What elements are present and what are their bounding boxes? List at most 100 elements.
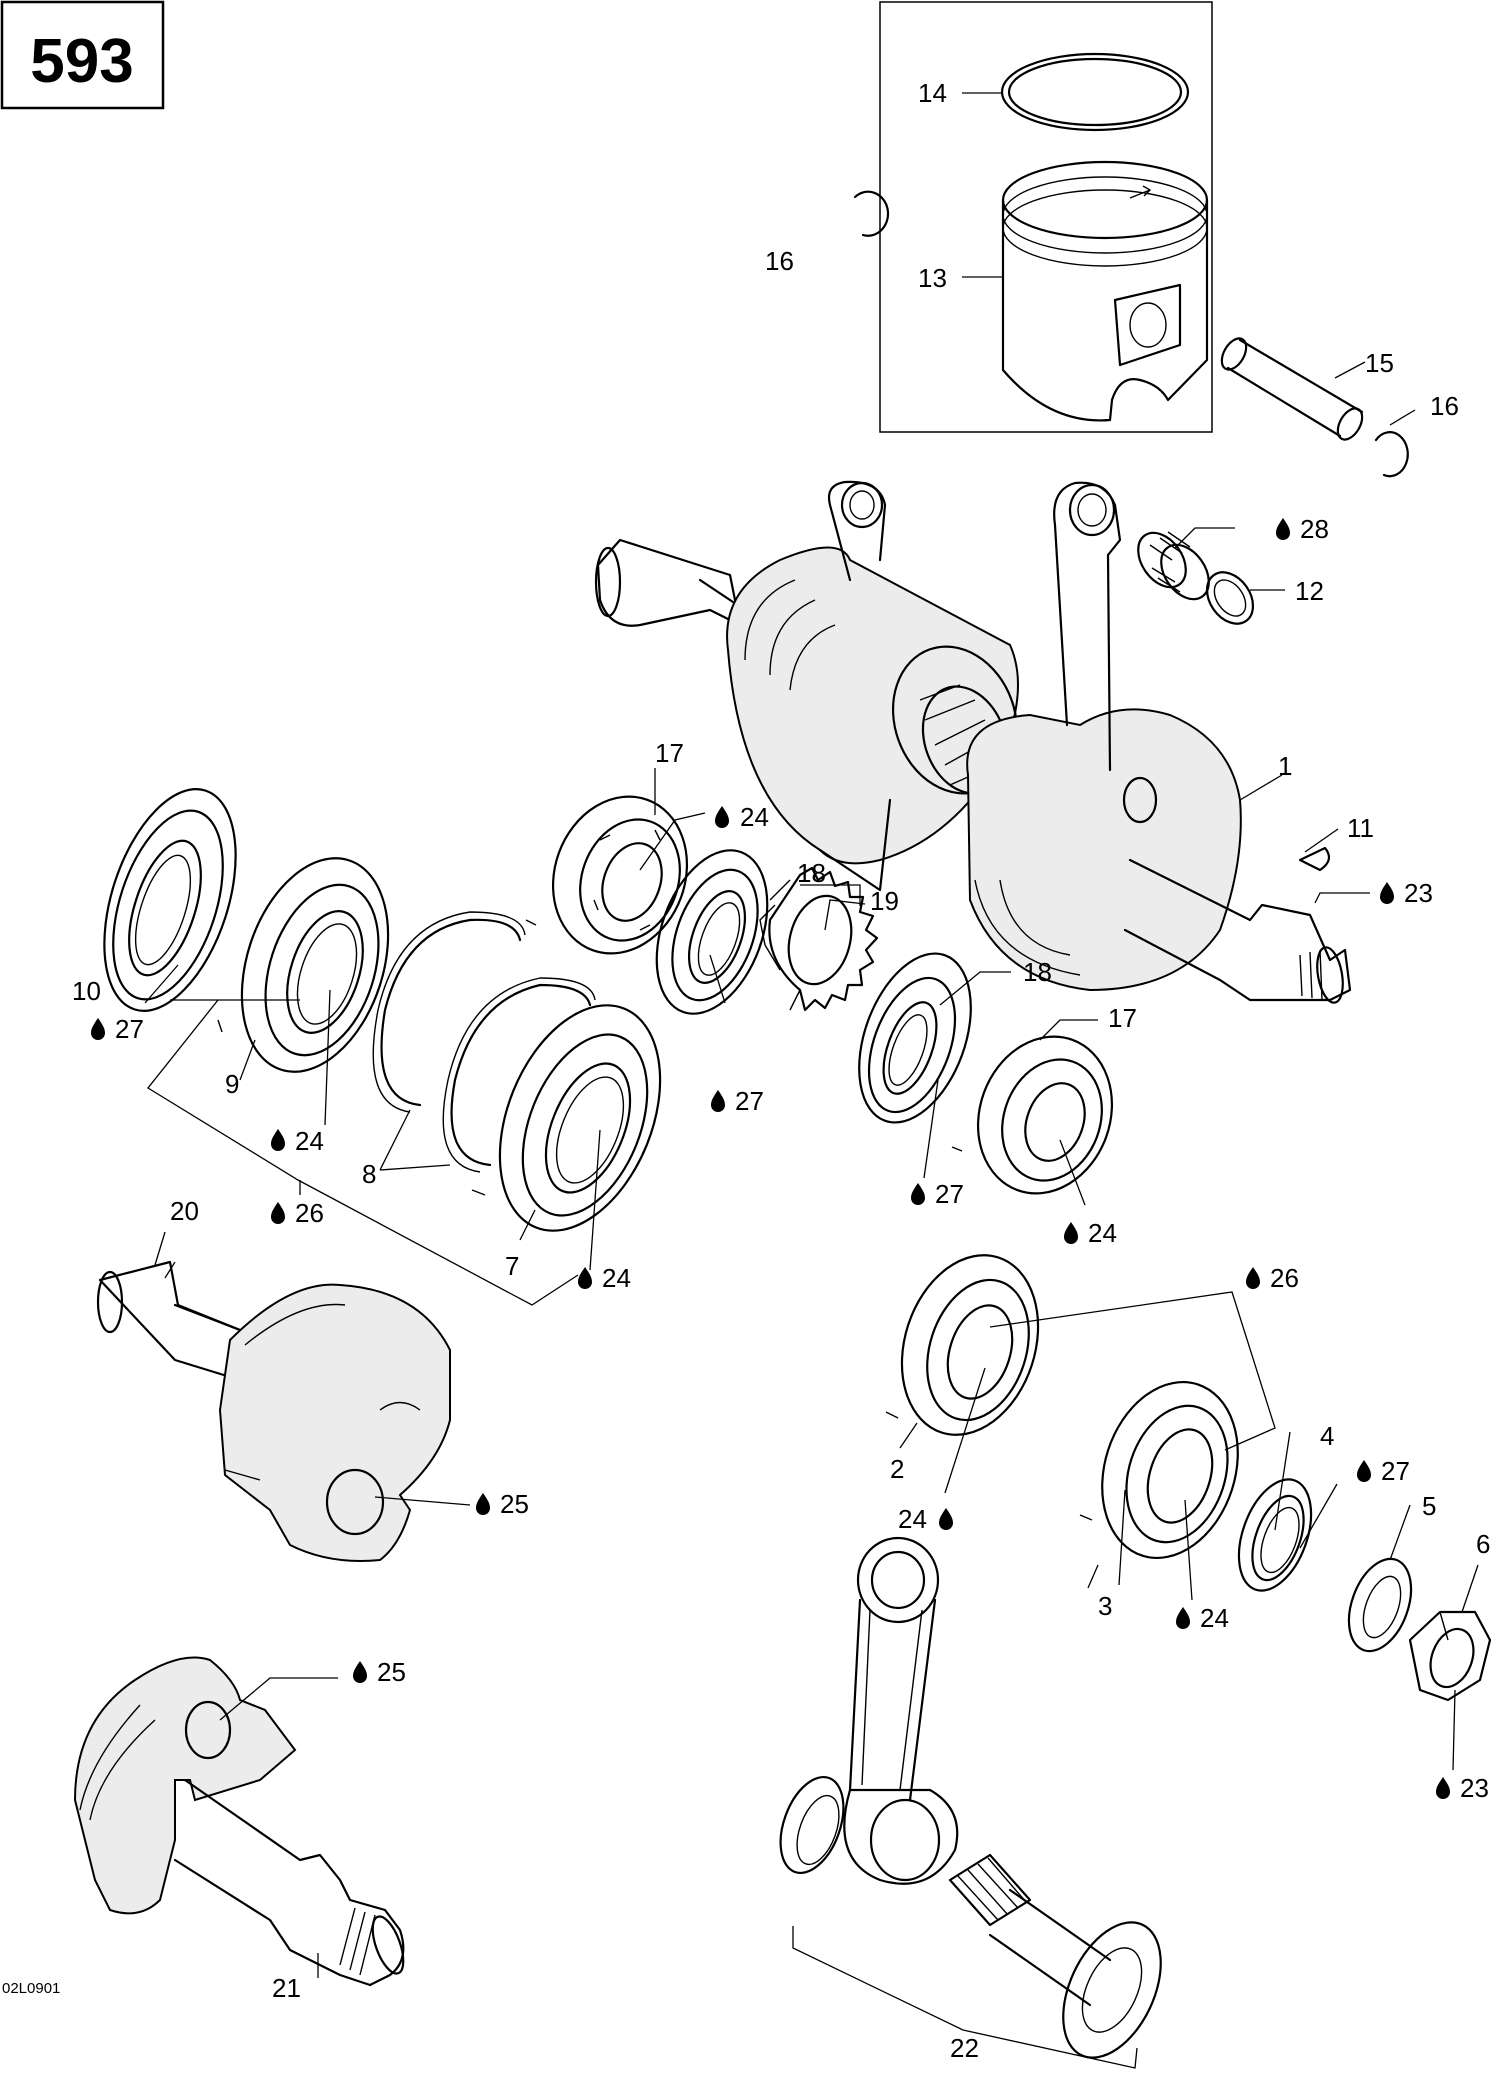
oil-drop-icon (271, 1202, 285, 1224)
callout-6: 6 (1476, 1529, 1490, 1559)
callout-23-top: 23 (1404, 878, 1433, 908)
ball-bearing-2 (900, 1254, 1040, 1436)
ball-bearing-3 (1101, 1380, 1239, 1560)
callout-24-b: 24 (1088, 1218, 1117, 1248)
callout-24-c: 24 (295, 1126, 324, 1156)
needle-bearing-lower (948, 1853, 1032, 1927)
dowel-pin-9 (217, 1019, 223, 1033)
crankshaft-assembly (594, 480, 1352, 1004)
callout-7: 7 (505, 1251, 519, 1281)
oil-drop-icon (271, 1129, 285, 1151)
oil-drop-icon (1357, 1460, 1371, 1482)
piston-pin (1220, 337, 1364, 441)
callout-labels: 14 13 16 15 16 28 12 1 11 23 19 17 24 18… (2, 78, 1490, 2063)
circlip-left (853, 190, 890, 237)
dowel-pin-17-left (525, 919, 537, 926)
callout-28: 28 (1300, 514, 1329, 544)
lock-washer (1347, 1557, 1413, 1653)
crank-half-mag (73, 1656, 405, 1987)
callout-3: 3 (1098, 1591, 1112, 1621)
callout-27-a: 27 (735, 1086, 764, 1116)
callout-11: 11 (1347, 813, 1374, 843)
oil-seal-18-upper (655, 849, 769, 1015)
callout-2: 2 (890, 1454, 904, 1484)
callout-26-right: 26 (1270, 1263, 1299, 1293)
callout-25-b: 25 (377, 1657, 406, 1687)
woodruff-key (1298, 846, 1331, 872)
oil-drop-icon (476, 1493, 490, 1515)
oil-drop-icon (939, 1508, 953, 1530)
oil-drop-icon (1246, 1267, 1260, 1289)
callout-18-lower: 18 (1023, 957, 1052, 987)
oil-seal-18-lower (858, 952, 972, 1124)
ball-bearing-9 (240, 857, 390, 1073)
ball-bearing-17-right (976, 1035, 1114, 1195)
callout-14: 14 (918, 78, 947, 108)
drive-gear (759, 866, 879, 1012)
crank-half-pto (96, 1260, 451, 1562)
dowel-pin-7 (471, 1189, 486, 1196)
oil-drop-icon (715, 806, 729, 828)
bracket-26-right (989, 1291, 1276, 1451)
callout-22: 22 (950, 2033, 979, 2063)
ball-bearing-17-left (551, 795, 689, 955)
callout-19: 19 (870, 886, 899, 916)
dowel-pin-3 (1079, 1514, 1093, 1521)
oil-drop-icon (353, 1661, 367, 1683)
dowel-pin-17-right (951, 1146, 963, 1152)
retaining-rings-8 (372, 911, 596, 1173)
bracket-22 (792, 1926, 1138, 2069)
oil-drop-icon (711, 1090, 725, 1112)
figure-code: 02L0901 (2, 1980, 60, 1997)
callout-17-right: 17 (1108, 1003, 1137, 1033)
piston-kit-frame (879, 1, 1213, 433)
callout-20: 20 (170, 1196, 199, 1226)
oil-drop-icon (91, 1018, 105, 1040)
callout-24-d: 24 (602, 1263, 631, 1293)
callout-23-bottom: 23 (1460, 1773, 1489, 1803)
callout-13: 13 (918, 263, 947, 293)
callout-12: 12 (1295, 576, 1324, 606)
crank-pin (988, 1888, 1162, 2059)
page-number-box: 593 (0, 0, 165, 110)
callout-27-b: 27 (935, 1179, 964, 1209)
callout-15: 15 (1365, 348, 1394, 378)
oil-drop-icon (1380, 882, 1394, 904)
connecting-rod (779, 1536, 959, 1885)
callout-10: 10 (72, 976, 101, 1006)
needle-bearing-upper (1137, 531, 1210, 601)
callout-16-left: 16 (765, 246, 794, 276)
oil-drop-icon (1276, 518, 1290, 540)
thrust-washer-upper (1205, 571, 1255, 625)
bracket-26-left (147, 999, 579, 1306)
oil-seal-10 (103, 788, 237, 1012)
piston-ring (1000, 52, 1190, 132)
callout-16-right: 16 (1430, 391, 1459, 421)
leader-lines (144, 92, 1479, 1978)
callout-9: 9 (225, 1069, 239, 1099)
piston (1001, 160, 1209, 422)
callout-24-a: 24 (740, 802, 769, 832)
circlip-right (1374, 431, 1409, 478)
dowel-pin-2 (885, 1411, 899, 1419)
callout-24-f: 24 (1200, 1603, 1229, 1633)
oil-drop-icon (1436, 1777, 1450, 1799)
oil-seal-4 (1237, 1478, 1313, 1592)
callout-27-d: 27 (1381, 1456, 1410, 1486)
oil-drop-icon (1176, 1607, 1190, 1629)
callout-8: 8 (362, 1159, 376, 1189)
callout-21: 21 (272, 1973, 301, 2003)
page-number: 593 (30, 27, 133, 96)
callout-18-upper: 18 (797, 858, 826, 888)
callout-26-left: 26 (295, 1198, 324, 1228)
callout-4: 4 (1320, 1421, 1334, 1451)
callout-25-a: 25 (500, 1489, 529, 1519)
callout-17-left: 17 (655, 738, 684, 768)
ball-bearing-7 (498, 1004, 662, 1232)
callout-27-c: 27 (115, 1014, 144, 1044)
oil-drop-icon (578, 1267, 592, 1289)
callout-5: 5 (1422, 1491, 1436, 1521)
crankshaft-nut (1408, 1610, 1492, 1702)
callout-1: 1 (1278, 751, 1292, 781)
